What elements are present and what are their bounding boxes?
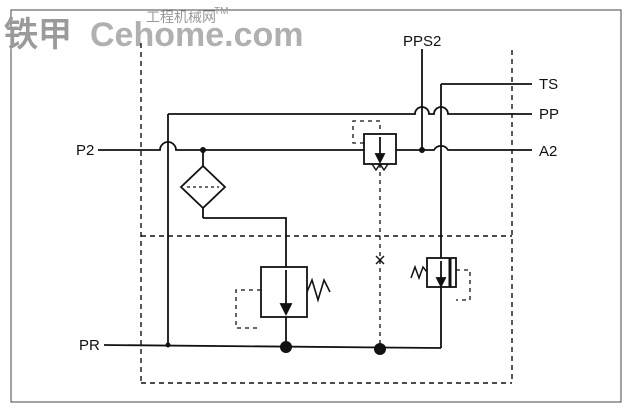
port-label-a2: A2 <box>539 143 557 160</box>
orifice-marker <box>375 255 385 265</box>
watermark-tagline: 工程机械网 <box>146 10 216 26</box>
junction-dot <box>165 342 171 348</box>
sequence-valve-upper <box>363 133 397 172</box>
port-label-pr: PR <box>79 337 100 354</box>
filter-symbol <box>179 164 227 210</box>
junction-dots <box>165 147 425 355</box>
watermark-brand-cn: 铁甲 <box>4 16 72 54</box>
port-label-pp: PP <box>539 106 559 123</box>
relief-valve-right <box>410 257 457 289</box>
port-label-pps2: PPS2 <box>403 33 441 50</box>
watermark-brand-en: Cehome.com <box>90 16 304 54</box>
port-label-p2: P2 <box>76 142 94 159</box>
pilot-lines <box>235 120 471 348</box>
watermark-tm: TM <box>214 6 228 17</box>
hydraulic-lines <box>98 49 532 349</box>
housing-outline <box>140 43 513 384</box>
outer-frame <box>10 9 622 403</box>
watermark: 铁甲 Cehome.com 工程机械网 TM <box>4 6 304 54</box>
junction-dot <box>419 147 425 153</box>
junction-dot <box>374 343 386 355</box>
relief-valve-main <box>260 266 331 318</box>
port-label-ts: TS <box>539 76 558 93</box>
junction-dot <box>280 341 292 353</box>
junction-dot <box>200 147 206 153</box>
